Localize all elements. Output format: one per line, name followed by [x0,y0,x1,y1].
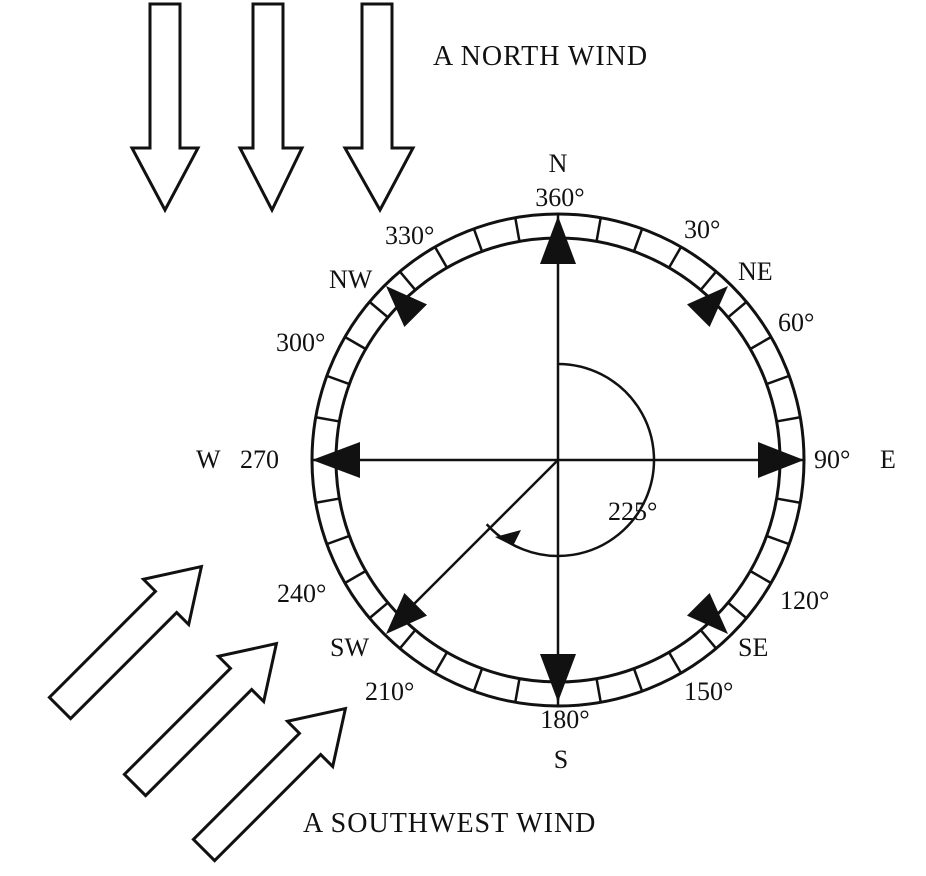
label-300-degrees: 300° [276,328,325,357]
label-west: W [196,445,221,474]
compass-degree-ticks [312,214,804,706]
compass-tick [727,300,748,319]
compass-tick [398,629,417,650]
compass-tick [595,678,602,703]
compass-tick [315,497,340,504]
southwest-bearing-line [399,459,559,619]
compass-tick [315,416,340,423]
label-180-degrees: 180° [540,705,589,734]
southwest-wind-caption: A SOUTHWEST WIND [303,808,596,839]
compass-tick [667,651,683,674]
label-southeast: SE [738,633,768,662]
north-wind-arrow-1 [129,2,201,214]
compass-tick [472,668,484,692]
label-southwest: SW [330,633,369,662]
compass-tick [368,601,389,620]
label-330-degrees: 330° [385,221,434,250]
north-arrowhead [540,216,576,264]
south-arrowhead [540,654,576,702]
label-south: S [554,745,568,774]
southwest-wind-arrow-3 [191,706,348,863]
label-bearing-225: 225° [608,497,657,526]
compass-tick [749,335,772,351]
label-30-degrees: 30° [684,215,720,244]
north-wind-caption: A NORTH WIND [433,41,648,72]
label-150-degrees: 150° [684,677,733,706]
north-wind-arrow-2 [237,2,305,214]
compass-tick [344,569,367,585]
label-360-degrees: 360° [535,183,584,212]
bearing-arc-arrowhead [495,530,521,546]
compass-tick [344,335,367,351]
southwest-arrowhead [386,592,428,634]
compass-tick [776,497,801,504]
compass-tick [433,651,449,674]
northwest-arrowhead [386,286,428,328]
compass-tick [433,246,449,269]
west-arrowhead [312,442,360,478]
compass-tick [326,374,350,386]
label-210-degrees: 210° [365,677,414,706]
label-240-degrees: 240° [277,579,326,608]
label-60-degrees: 60° [778,308,814,337]
label-north: N [549,149,568,178]
label-northwest: NW [329,265,373,294]
north-wind-arrow-3 [342,2,416,214]
north-wind-arrows [129,2,416,214]
compass-tick [595,217,602,242]
label-120-degrees: 120° [780,586,829,615]
southwest-wind-arrow-1 [47,564,204,721]
label-northeast: NE [738,257,773,286]
compass-tick [472,228,484,252]
label-east: E [880,445,896,474]
compass-tick [632,668,644,692]
label-270-degrees: 270 [240,445,279,474]
compass-tick [766,374,790,386]
southwest-wind-arrow-2 [122,641,279,798]
compass-tick [727,601,748,620]
compass-tick [368,300,389,319]
compass-tick [398,270,417,291]
east-arrowhead [758,442,804,478]
compass-tick [514,217,521,242]
compass-tick [667,246,683,269]
compass-tick [699,270,718,291]
compass-tick [326,534,350,546]
bearing-arc [485,362,656,558]
compass-tick [514,678,521,703]
southeast-arrowhead [686,592,728,634]
northeast-arrowhead [686,286,728,328]
compass-tick [699,629,718,650]
compass-tick [632,228,644,252]
compass-tick [776,416,801,423]
compass-tick [749,569,772,585]
compass-rose [310,212,806,708]
label-90-degrees: 90° [814,445,850,474]
compass-tick [766,534,790,546]
southwest-wind-arrows [47,564,348,863]
